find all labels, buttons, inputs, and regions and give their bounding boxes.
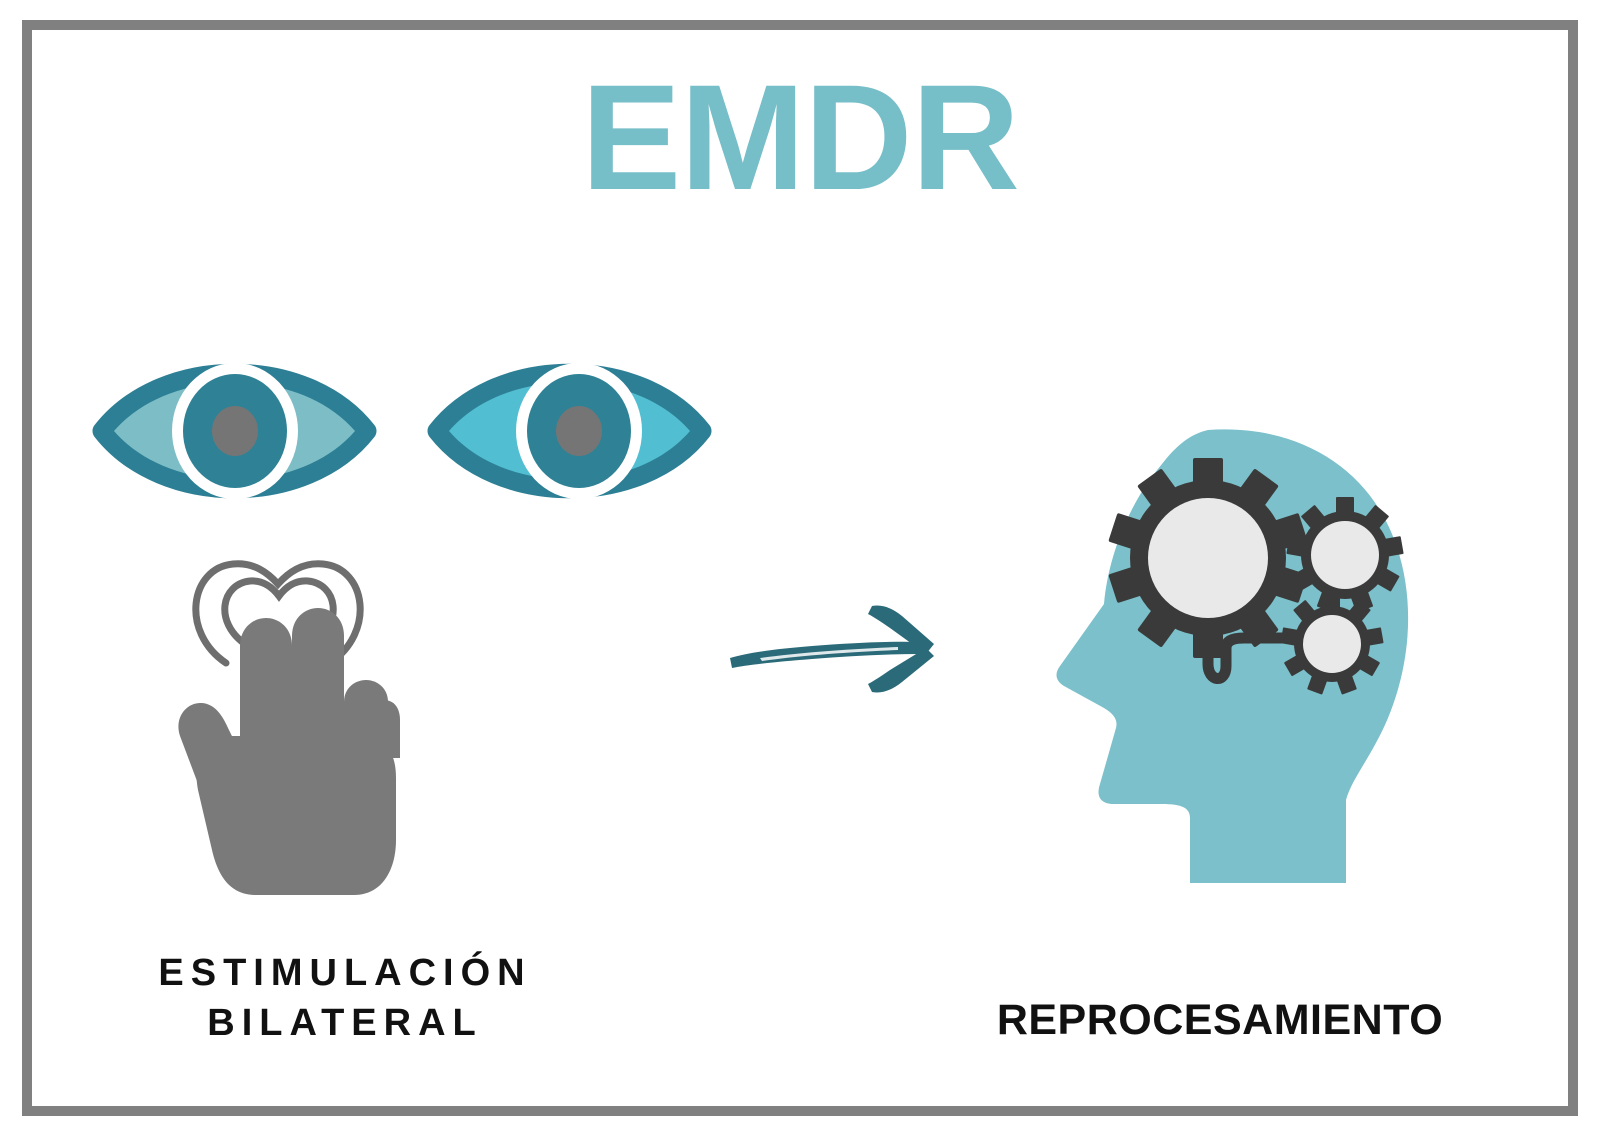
gear-wire [1202,616,1310,684]
caption-reprocessing: REPROCESAMIENTO [996,996,1444,1044]
page-title: EMDR [581,53,1020,221]
caption-line-2: BILATERAL [207,1002,483,1045]
eye-right-icon [427,363,712,499]
eye-left-icon [92,363,377,499]
eyes-group [92,336,712,526]
gear-small-bottom [1280,593,1384,695]
gear-small-top [1286,497,1404,613]
caption-bilateral-stimulation: ESTIMULACIÓN BILATERAL [60,948,630,1048]
tap-wave-inner [221,577,337,648]
tap-hand-icon [168,540,400,895]
tap-wave-outer [192,560,364,667]
caption-line-1: ESTIMULACIÓN [158,952,532,994]
arrow-right-icon [726,596,946,706]
hand-silhouette [178,608,400,895]
head-gears-icon [1012,408,1432,883]
gear-large [1108,458,1308,658]
